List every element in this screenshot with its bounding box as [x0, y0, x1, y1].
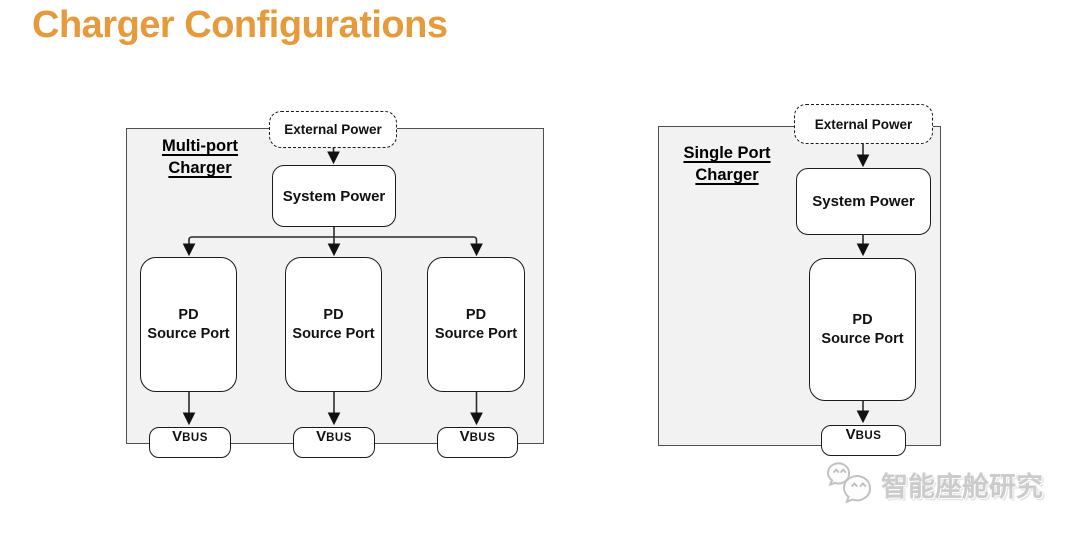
node-pd-source-port-2: PD Source Port [285, 257, 382, 392]
pd-port-label-line2: Source Port [292, 325, 375, 342]
node-external-power-single: External Power [794, 104, 933, 144]
pd-port-label-line2: Source Port [147, 325, 230, 342]
node-external-power-multi: External Power [269, 111, 397, 148]
vbus-label-v: V [172, 428, 183, 445]
vbus-label-v: V [459, 428, 470, 445]
pd-port-label-line2: Source Port [434, 325, 518, 342]
multi-port-label-line1: Multi-port [161, 137, 239, 155]
pd-port-label-line1: PD [852, 311, 873, 328]
vbus-label-bus: BUS [855, 430, 882, 442]
watermark: 智能座舱研究 [826, 462, 1043, 506]
pd-port-label-line1: PD [323, 306, 344, 323]
multi-port-charger-label: Multi-port Charger [150, 135, 250, 179]
vbus-label-v: V [316, 428, 327, 445]
watermark-text: 智能座舱研究 [881, 471, 1043, 502]
single-port-charger-label: Single Port Charger [667, 142, 787, 186]
pd-port-label-line1: PD [178, 306, 199, 323]
vbus-label-bus: BUS [182, 432, 208, 444]
vbus-label-bus: BUS [326, 432, 352, 444]
single-port-label-line1: Single Port [683, 144, 771, 162]
node-system-power-single: System Power [796, 168, 931, 235]
node-system-power-multi: System Power [272, 165, 396, 227]
vbus-label-v: V [845, 426, 856, 443]
node-pd-source-port-3: PD Source Port [427, 257, 525, 392]
system-power-label: System Power [812, 193, 915, 210]
node-pd-source-port-1: PD Source Port [140, 257, 237, 392]
page-title: Charger Configurations [32, 4, 448, 46]
external-power-label: External Power [814, 116, 913, 132]
multi-port-label-line2: Charger [168, 159, 232, 177]
pd-port-label-line1: PD [465, 306, 487, 323]
wechat-icon [827, 462, 872, 504]
node-pd-source-port-single: PD Source Port [809, 258, 916, 401]
system-power-label: System Power [282, 187, 386, 205]
pd-port-label-line2: Source Port [821, 330, 904, 347]
external-power-label: External Power [284, 122, 382, 137]
vbus-label-bus: BUS [469, 432, 496, 444]
single-port-label-line2: Charger [695, 166, 759, 184]
